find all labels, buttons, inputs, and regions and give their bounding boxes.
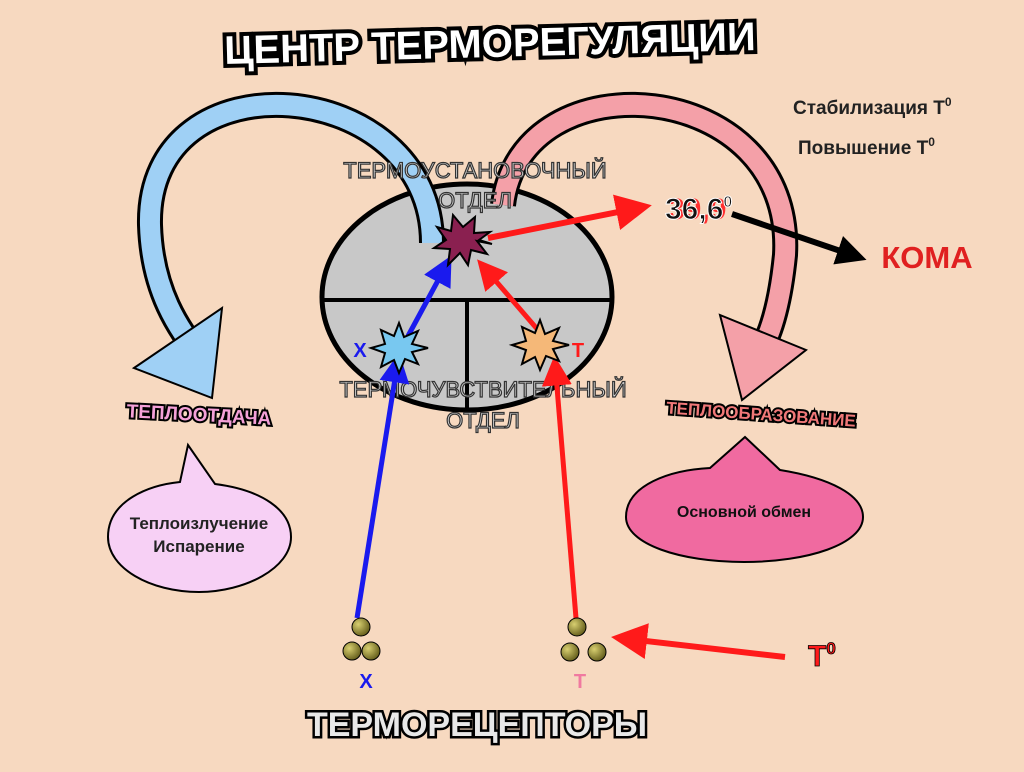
heat-production-title: ТЕПЛООБРАЗОВАНИЕ (666, 398, 857, 430)
temperature-value: 39,9 36,60 (665, 193, 733, 227)
cold-receptors-icon (342, 617, 381, 661)
heat-sensor-label: Т (572, 340, 584, 362)
heat-loss-arc (131, 91, 445, 400)
svg-text:Основной обмен: Основной обмен (677, 504, 811, 521)
legend-stabilization: Стабилизация Т0 (793, 95, 952, 119)
svg-text:ТЕРМОУСТАНОВОЧНЫЙ: ТЕРМОУСТАНОВОЧНЫЙ (343, 158, 606, 183)
cold-sensor-star-icon (367, 320, 429, 376)
svg-text:Испарение: Испарение (153, 537, 244, 556)
svg-text:36,60: 36,60 (665, 193, 732, 226)
svg-text:Повышение Т0: Повышение Т0 (798, 135, 935, 159)
page-title: ЦЕНТР ТЕРМОРЕГУЛЯЦИИ (224, 15, 757, 73)
heat-receptors-icon (560, 617, 607, 662)
svg-text:39,9: 39,9 (668, 193, 726, 226)
coma-label: КОМА (881, 240, 972, 275)
svg-text:ОТДЕЛ: ОТДЕЛ (438, 188, 512, 213)
heat-production-bubble: Основной обмен (624, 435, 865, 564)
cold-signal-arrow (405, 255, 452, 338)
setpoint-department-label: ТЕРМОУСТАНОВОЧНЫЙ ОТДЕЛ (343, 157, 608, 213)
cold-receptor-arrow (354, 352, 410, 619)
heat-production-arc (490, 91, 808, 402)
svg-text:Стабилизация Т0: Стабилизация Т0 (793, 95, 952, 119)
cold-sensor-label: Х (353, 340, 367, 362)
heat-signal-arrow (477, 259, 540, 332)
svg-text:ОТДЕЛ: ОТДЕЛ (446, 408, 520, 433)
setpoint-star-icon (430, 212, 494, 268)
coma-arrow (731, 211, 867, 265)
external-temp-arrow (611, 623, 786, 660)
legend-increase: Повышение Т0 (798, 135, 935, 159)
svg-text:ТЕРМОЧУВСТВИТЕЛЬНЫЙ: ТЕРМОЧУВСТВИТЕЛЬНЫЙ (339, 377, 626, 402)
cold-receptor-label: Х (359, 671, 373, 693)
svg-text:Теплоизлучение: Теплоизлучение (130, 514, 268, 533)
heat-receptor-arrow (541, 355, 579, 619)
heat-sensor-star-icon (508, 317, 570, 373)
thermoreceptors-title: ТЕРМОРЕЦЕПТОРЫ (307, 706, 647, 744)
heat-receptor-label: Т (574, 671, 586, 693)
setpoint-output-arrow (487, 194, 652, 241)
heat-loss-bubble: Теплоизлучение Испарение (106, 442, 293, 594)
external-temp-label: Т0 (808, 639, 836, 673)
heat-loss-title: ТЕПЛООТДАЧА (126, 401, 272, 430)
